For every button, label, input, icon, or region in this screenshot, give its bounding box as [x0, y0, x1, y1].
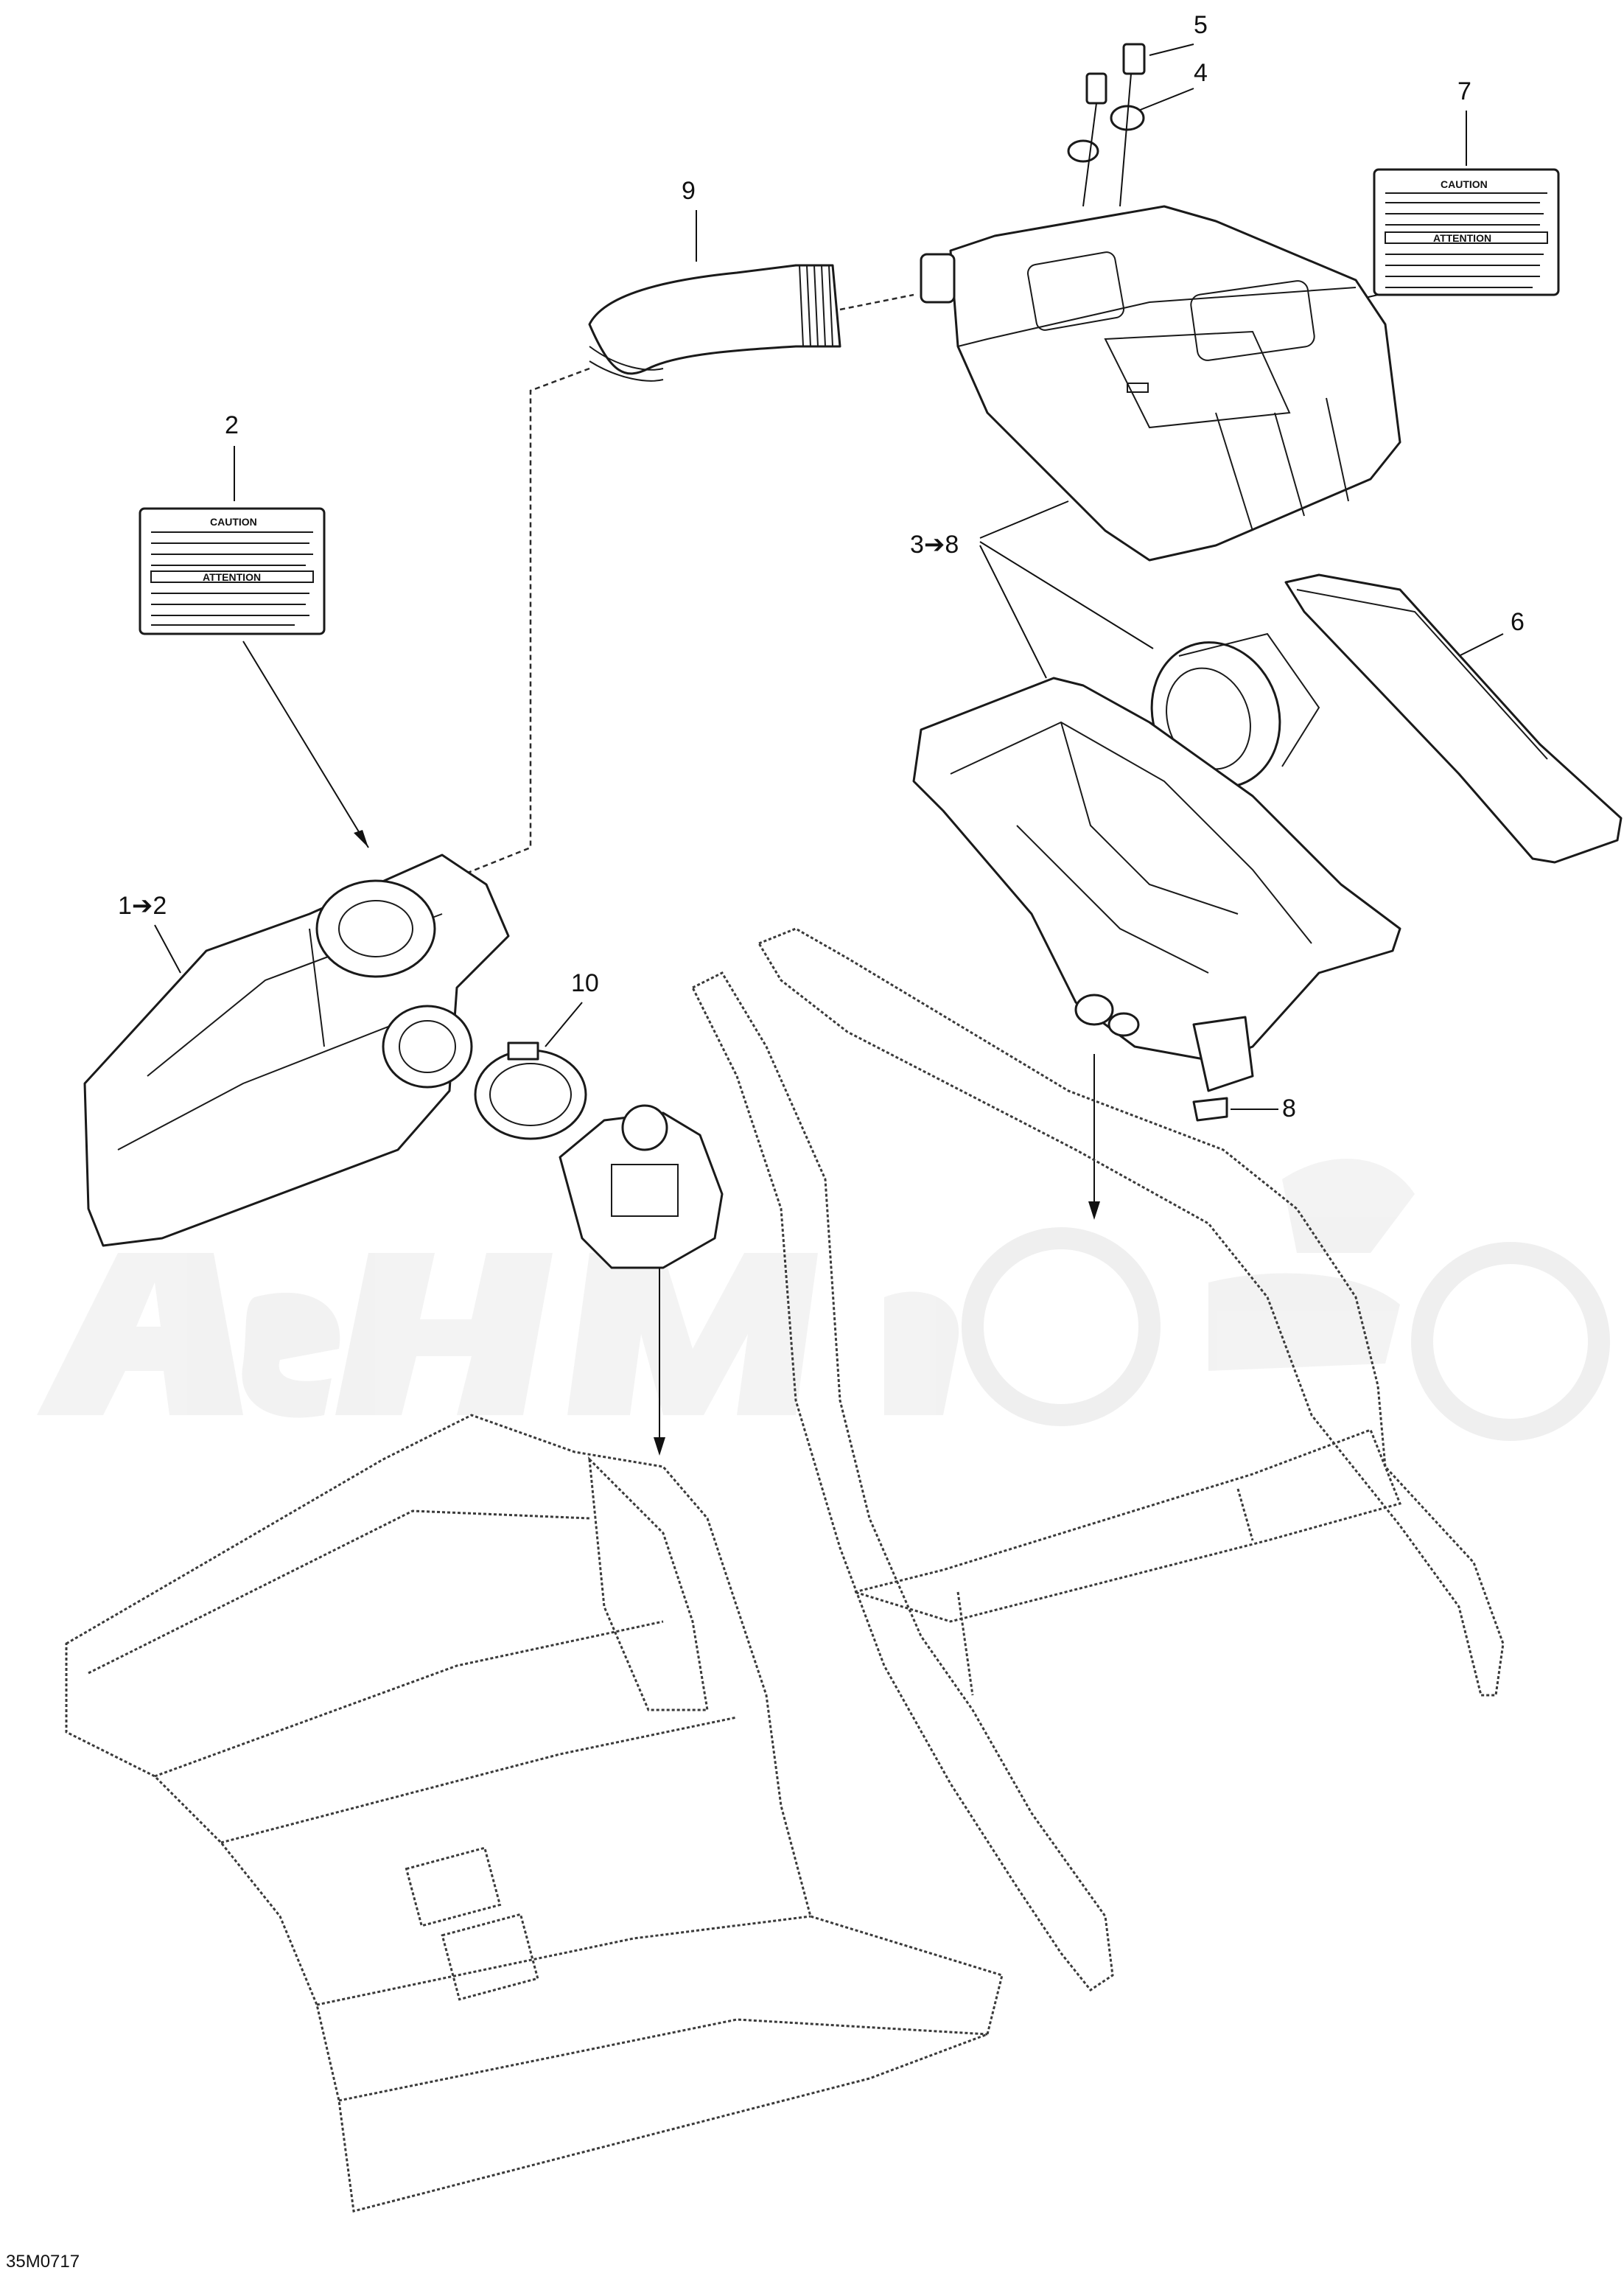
airbox-base — [912, 677, 1401, 1220]
air-silencer: 1➔2 — [83, 854, 510, 1247]
callout-2: 2 — [225, 411, 239, 439]
clamp-10: 10 — [474, 969, 599, 1140]
carburetor — [559, 1104, 724, 1456]
vehicle-frame — [690, 927, 1505, 1992]
label-2-attention: ATTENTION — [203, 571, 261, 583]
label-2-caution: CAUTION — [210, 516, 257, 528]
intake-hose: 9 — [456, 177, 914, 879]
fitting-group: 5 4 — [1067, 11, 1208, 207]
callout-1: 1➔2 — [118, 892, 167, 920]
callout-4: 4 — [1194, 59, 1208, 87]
floor-panel — [65, 1414, 1004, 2213]
callout-3: 3➔8 — [910, 531, 959, 559]
callout-3-group: 3➔8 — [910, 500, 1154, 679]
airbox-cover — [920, 205, 1401, 562]
label-7-attention: ATTENTION — [1433, 232, 1491, 244]
callout-8: 8 — [1282, 1095, 1296, 1123]
cover-strip: 6 — [1284, 573, 1623, 864]
label-2: 2 CAUTION ATTENTION — [139, 411, 369, 848]
callout-5: 5 — [1194, 11, 1208, 39]
callout-10: 10 — [571, 969, 599, 997]
label-7-caution: CAUTION — [1441, 178, 1488, 190]
grommet-8: 8 — [1192, 1095, 1296, 1123]
callout-9: 9 — [682, 177, 696, 205]
watermark — [37, 1159, 1610, 1441]
callout-6: 6 — [1511, 608, 1525, 636]
callout-7: 7 — [1457, 77, 1471, 105]
drawing-code: 35M0717 — [6, 2252, 80, 2272]
